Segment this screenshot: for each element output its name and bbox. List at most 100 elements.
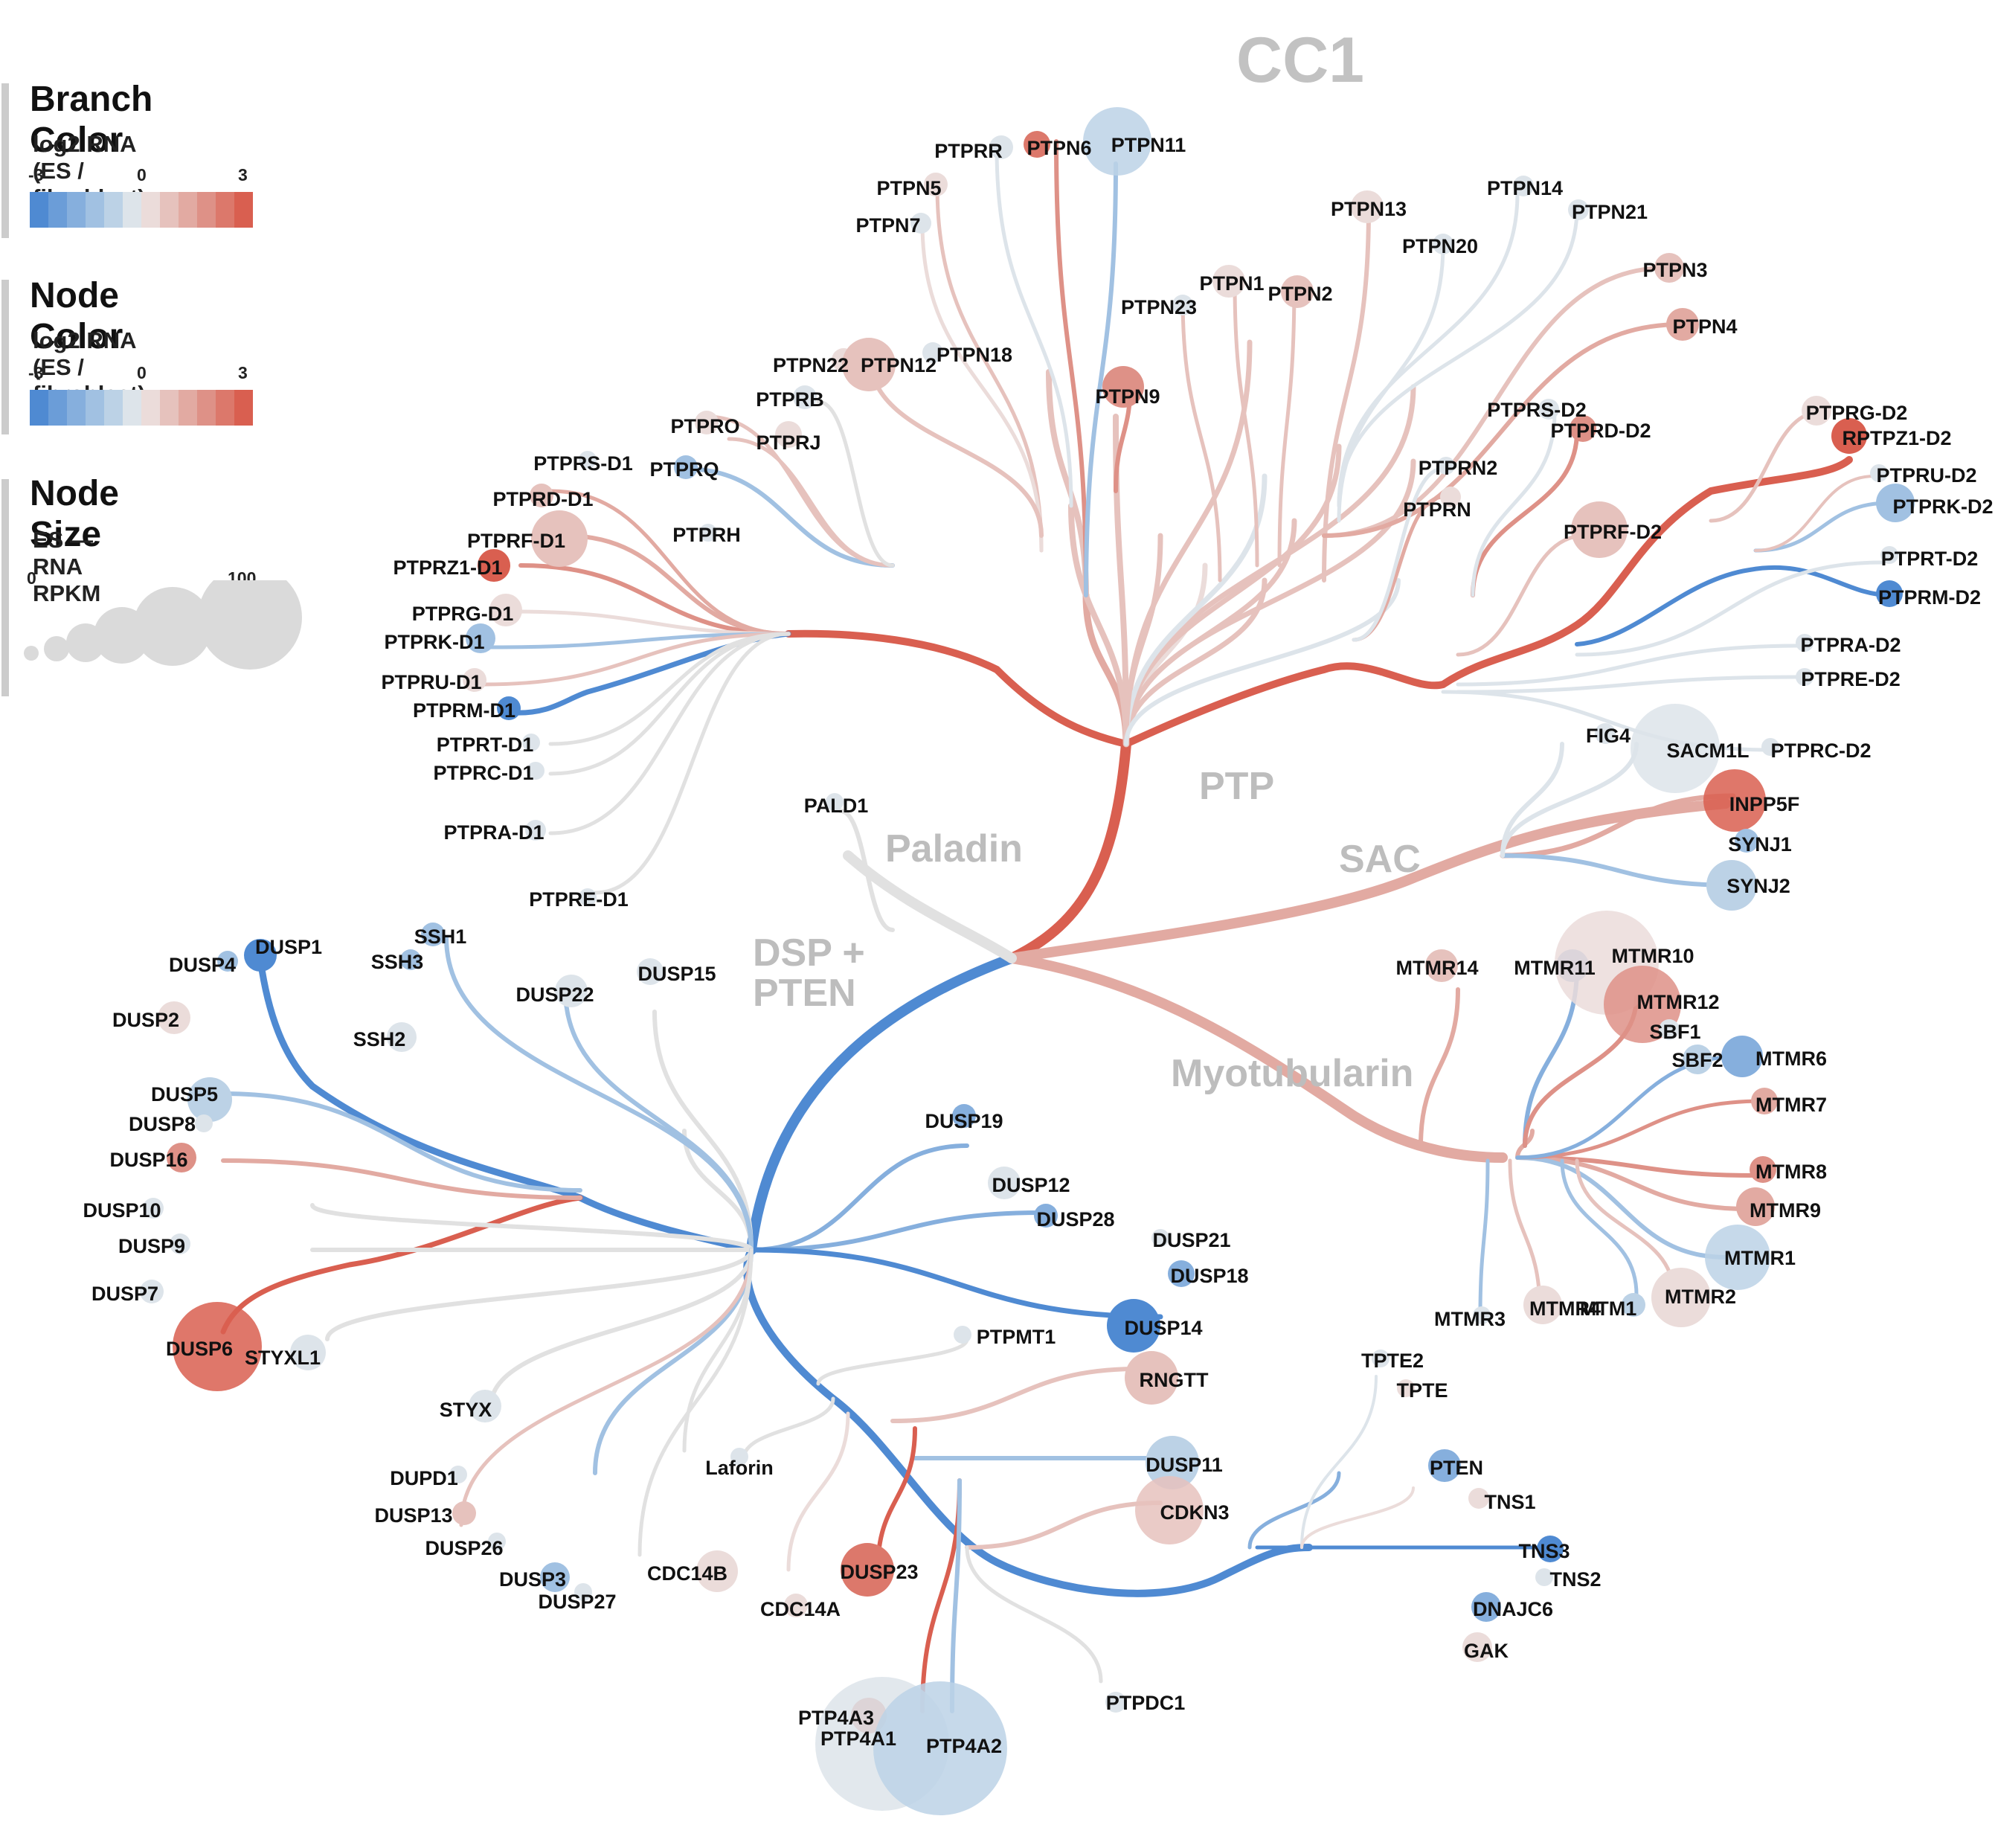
- branch-ptprk-d2: [1753, 501, 1892, 553]
- node-ptpre-d1: [579, 888, 597, 906]
- family-label-0: PTP: [1199, 765, 1274, 808]
- label-dusp3: DUSP3: [499, 1568, 566, 1591]
- label-ptpre-d2: PTPRE-D2: [1801, 668, 1901, 690]
- node-dusp26: [488, 1533, 506, 1550]
- node-ptprc-d1: [527, 762, 544, 780]
- label-tpte: TPTE: [1396, 1379, 1448, 1402]
- branch-ptpru-d2: [1754, 475, 1876, 552]
- label-dusp15: DUSP15: [637, 963, 716, 985]
- node-tns3: [1537, 1536, 1564, 1562]
- branch-ptprj: [727, 437, 895, 568]
- label-styx: STYX: [440, 1399, 492, 1421]
- node-ptprf-d2: [1571, 501, 1628, 558]
- legend-size-title: Node Size: [30, 474, 119, 554]
- label-ptprs-d1: PTPRS-D1: [533, 452, 633, 475]
- node-synj1: [1735, 829, 1758, 853]
- node-mtmr1: [1705, 1225, 1770, 1290]
- size-circle-4: [133, 587, 212, 666]
- label-ptprb: PTPRB: [756, 388, 824, 411]
- trunk-ptp: [1006, 739, 1131, 963]
- legend-node-scale: [30, 390, 253, 426]
- node-dusp3: [540, 1562, 570, 1592]
- label-dnajc6: DNAJC6: [1473, 1598, 1553, 1620]
- node-tns2: [1535, 1568, 1553, 1586]
- size-circle-0: [24, 646, 39, 661]
- node-ptp4a2: [873, 1681, 1007, 1815]
- label-inpp5f: INPP5F: [1729, 793, 1800, 815]
- branch-pten: [1247, 1471, 1341, 1550]
- node-pald1: [826, 793, 844, 811]
- tree-branches: [220, 139, 1892, 1713]
- label-mtmr6: MTMR6: [1755, 1047, 1827, 1070]
- node-dnajc6: [1471, 1592, 1501, 1622]
- label-ptprr: PTPRR: [934, 140, 1003, 162]
- label-mtmr4: MTMR4: [1529, 1297, 1601, 1320]
- label-dusp14: DUSP14: [1124, 1317, 1202, 1339]
- branch-dusp19: [749, 1143, 969, 1252]
- family-label-3-line-1: PTEN: [753, 972, 856, 1015]
- node-dusp7: [140, 1280, 164, 1303]
- label-gak: GAK: [1464, 1640, 1509, 1662]
- family-label-3: DSP +PTEN: [753, 931, 865, 1015]
- branch-ptprc-d1: [548, 632, 791, 776]
- node-mtmr8: [1750, 1156, 1776, 1183]
- label-ptprm-d2: PTPRM-D2: [1878, 586, 1981, 609]
- node-ptpra-d2: [1796, 634, 1814, 652]
- node-mtm1: [1622, 1293, 1645, 1317]
- label-ptpn14: PTPN14: [1487, 177, 1563, 199]
- legend-branch-tick-max: 3: [238, 165, 248, 185]
- legend-branch-bar: [1, 83, 9, 238]
- node-ptprk-d2: [1876, 484, 1915, 522]
- node-mtmr14: [1425, 949, 1458, 982]
- branch-mtmr7: [1515, 1099, 1765, 1160]
- scale-swatch-3: [86, 192, 104, 228]
- family-label-2: SAC: [1339, 838, 1421, 881]
- label-ssh3: SSH3: [371, 951, 424, 973]
- node-inpp5f: [1703, 769, 1766, 832]
- label-ptprc-d1: PTPRC-D1: [433, 762, 533, 784]
- label-dusp28: DUSP28: [1036, 1208, 1114, 1231]
- scale-swatch-10: [216, 390, 234, 426]
- label-ptpmt1: PTPMT1: [977, 1326, 1056, 1348]
- node-ptprq: [674, 455, 698, 479]
- node-dusp1: [244, 939, 277, 972]
- branch-dsp-11: [682, 1248, 754, 1453]
- legend-branch-scale: [30, 192, 253, 228]
- node-ptprb: [793, 385, 817, 409]
- node-ptprz1-d1: [478, 549, 510, 582]
- node-dusp2: [158, 1001, 190, 1034]
- label-ptpru-d2: PTPRU-D2: [1876, 464, 1976, 487]
- label-ssh2: SSH2: [353, 1028, 406, 1050]
- label-ptpn2: PTPN2: [1268, 283, 1332, 305]
- label-mtmr12: MTMR12: [1636, 991, 1719, 1013]
- label-mtmr7: MTMR7: [1755, 1094, 1827, 1116]
- label-pald1: PALD1: [804, 795, 869, 817]
- node-dusp8: [195, 1114, 213, 1132]
- label-dusp11: DUSP11: [1146, 1454, 1223, 1476]
- legend-size-subtitle: ES — RNA RPKM: [33, 527, 101, 606]
- label-cdkn3: CDKN3: [1160, 1501, 1229, 1524]
- node-sacm1l: [1631, 704, 1720, 793]
- label-cdc14b: CDC14B: [647, 1562, 727, 1585]
- node-ptpn18: [922, 342, 943, 363]
- label-dusp7: DUSP7: [91, 1283, 158, 1305]
- label-ptprn: PTPRN: [1403, 498, 1471, 521]
- branch-ptpn20: [1337, 243, 1445, 523]
- branch-ptprz1-d1: [518, 563, 791, 636]
- node-ptpn1: [1212, 265, 1245, 298]
- scale-swatch-2: [67, 192, 86, 228]
- node-ssh2: [387, 1022, 417, 1052]
- branch-rngtt: [890, 1367, 1140, 1423]
- node-ptprk-d1: [466, 623, 495, 653]
- branch-dsp-9: [459, 1248, 754, 1527]
- label-dusp18: DUSP18: [1170, 1265, 1248, 1287]
- branch-cdkn3: [965, 1501, 1163, 1550]
- node-gak: [1462, 1632, 1492, 1662]
- node-dusp27: [574, 1583, 592, 1601]
- scale-swatch-0: [30, 390, 48, 426]
- branch-ptp4a2: [950, 1478, 962, 1713]
- label-sacm1l: SACM1L: [1666, 739, 1749, 762]
- branch-dsp-15: [965, 1545, 1103, 1684]
- node-ptprh: [699, 524, 717, 542]
- node-cdc14b: [696, 1550, 738, 1592]
